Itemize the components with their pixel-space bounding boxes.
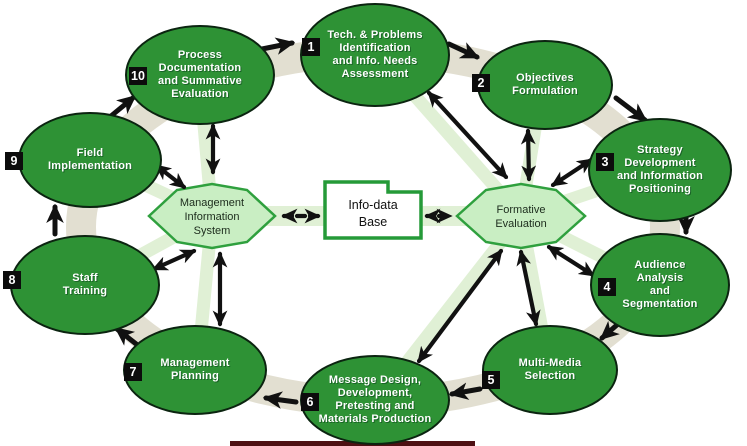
node-10-number-badge: 10 [129,67,147,85]
node-5-number-badge: 5 [482,371,500,389]
node-2-number-badge: 2 [472,74,490,92]
node-1-label: Tech. & Problems Identification and Info… [327,29,423,80]
mis-octagon [147,182,277,250]
process-node-8: Staff Training 8 [3,235,160,335]
node-8-number-badge: 8 [3,271,21,289]
node-7-label: Management Planning [160,357,230,382]
process-node-4: Audience Analysis and Segmentation 4 [590,233,730,337]
arrow-formative-node3 [550,157,594,188]
arrow-formative-node4 [546,244,596,278]
node-4-label: Audience Analysis and Segmentation [622,259,698,310]
arrow-mis-node8 [151,248,197,272]
node-4-number-badge: 4 [598,278,616,296]
node-1-number-badge: 1 [302,38,320,56]
mis-hub-label: Management Information System [179,196,245,238]
node-8-label: Staff Training [62,272,108,297]
flow-1-2 [446,41,480,60]
flow-6-7 [262,391,299,409]
page-edge-strip [230,441,475,446]
flow-9-10 [108,94,137,119]
arrow-formative-node2 [520,128,537,182]
flow-arrows [46,37,695,409]
node-6-number-badge: 6 [301,393,319,411]
arrow-formative-node1 [426,90,509,180]
process-node-2: Objectives Formulation 2 [472,40,613,130]
node-6-label: Message Design, Development, Pretesting … [318,374,432,425]
info-data-base-label: Info-data Base [348,198,398,229]
node-7-number-badge: 7 [124,363,142,381]
process-node-10: Process Documentation and Summative Eval… [125,25,275,125]
process-node-3: Strategy Development and Information Pos… [588,118,732,222]
node-10-label: Process Documentation and Summative Eval… [158,49,242,100]
arrow-formative-node5 [516,249,541,327]
node-3-number-badge: 3 [596,153,614,171]
process-node-1: Tech. & Problems Identification and Info… [300,3,450,107]
flow-2-3 [613,95,648,123]
node-9-number-badge: 9 [5,152,23,170]
process-node-5: Multi-Media Selection 5 [482,325,618,415]
process-node-7: Management Planning 7 [123,325,267,415]
node-3-label: Strategy Development and Information Pos… [616,144,704,195]
node-5-label: Multi-Media Selection [518,357,582,382]
formative-evaluation-label: Formative Evaluation [495,203,547,230]
flow-5-6 [448,382,483,400]
formative-octagon [455,182,587,250]
arrow-formative-node6 [416,248,504,364]
arrow-mis-node9 [154,163,187,190]
hub-arrows [151,90,596,364]
node-2-label: Objectives Formulation [512,72,578,97]
process-node-9: Field Implementation 9 [5,112,162,208]
node-9-label: Field Implementation [47,147,133,172]
info-data-folder [323,180,423,240]
process-node-6: Message Design, Development, Pretesting … [300,355,450,445]
